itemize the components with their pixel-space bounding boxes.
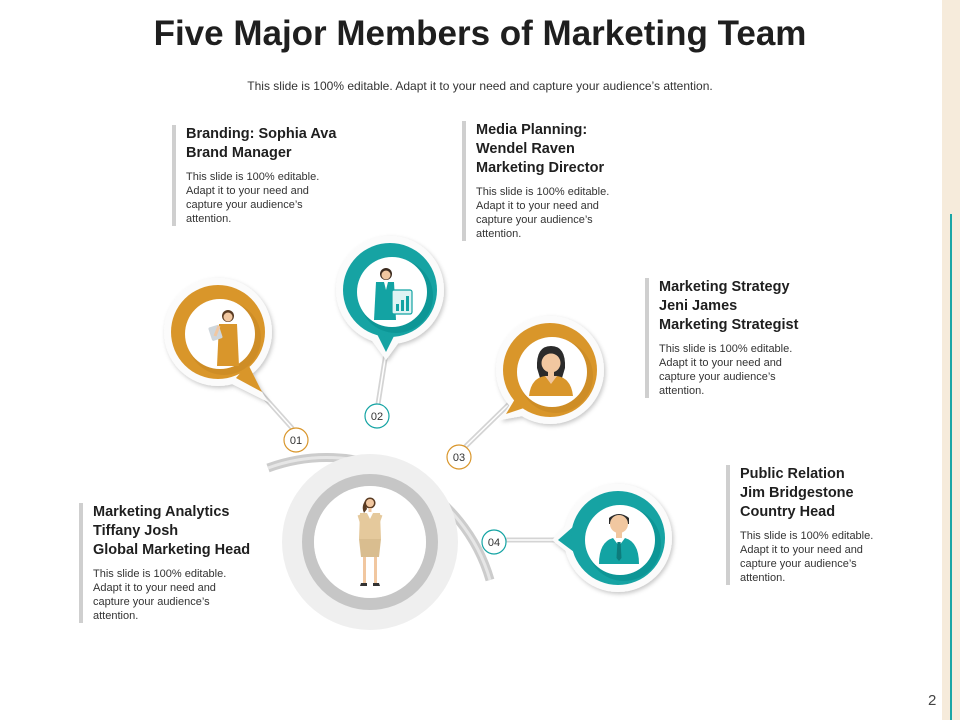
marker-label-01: 01: [290, 435, 302, 447]
member-description: This slide is 100% editable. Adapt it to…: [93, 567, 228, 623]
member-block-media-planning: Media Planning: Wendel Raven Marketing D…: [462, 121, 651, 241]
page-number: 2: [928, 692, 936, 709]
member-block-marketing-analytics: Marketing Analytics Tiffany Josh Global …: [79, 503, 283, 623]
marker-01: 01: [284, 428, 308, 452]
member-heading: Media Planning: Wendel Raven Marketing D…: [476, 121, 651, 178]
member-description: This slide is 100% editable. Adapt it to…: [476, 185, 611, 241]
member-description: This slide is 100% editable. Adapt it to…: [186, 170, 321, 226]
member-description: This slide is 100% editable. Adapt it to…: [659, 342, 794, 398]
member-description: This slide is 100% editable. Adapt it to…: [740, 529, 875, 585]
side-accent-line: [950, 214, 952, 720]
marker-02: 02: [365, 404, 389, 428]
marker-label-02: 02: [371, 411, 383, 423]
member-block-marketing-strategy: Marketing Strategy Jeni James Marketing …: [645, 278, 834, 398]
member-heading: Marketing Strategy Jeni James Marketing …: [659, 278, 834, 335]
bubble-branding: [164, 278, 272, 402]
marker-label-03: 03: [453, 452, 465, 464]
member-block-public-relation: Public Relation Jim Bridgestone Country …: [726, 465, 910, 585]
member-heading: Marketing Analytics Tiffany Josh Global …: [93, 503, 283, 560]
marker-label-04: 04: [488, 537, 500, 549]
central-figure: [282, 454, 458, 630]
marker-03: 03: [447, 445, 471, 469]
member-block-branding: Branding: Sophia Ava Brand Manager This …: [172, 125, 371, 226]
marker-04: 04: [482, 530, 506, 554]
member-heading: Branding: Sophia Ava Brand Manager: [186, 125, 371, 163]
member-heading: Public Relation Jim Bridgestone Country …: [740, 465, 910, 522]
bubble-public-relation: [552, 484, 672, 592]
